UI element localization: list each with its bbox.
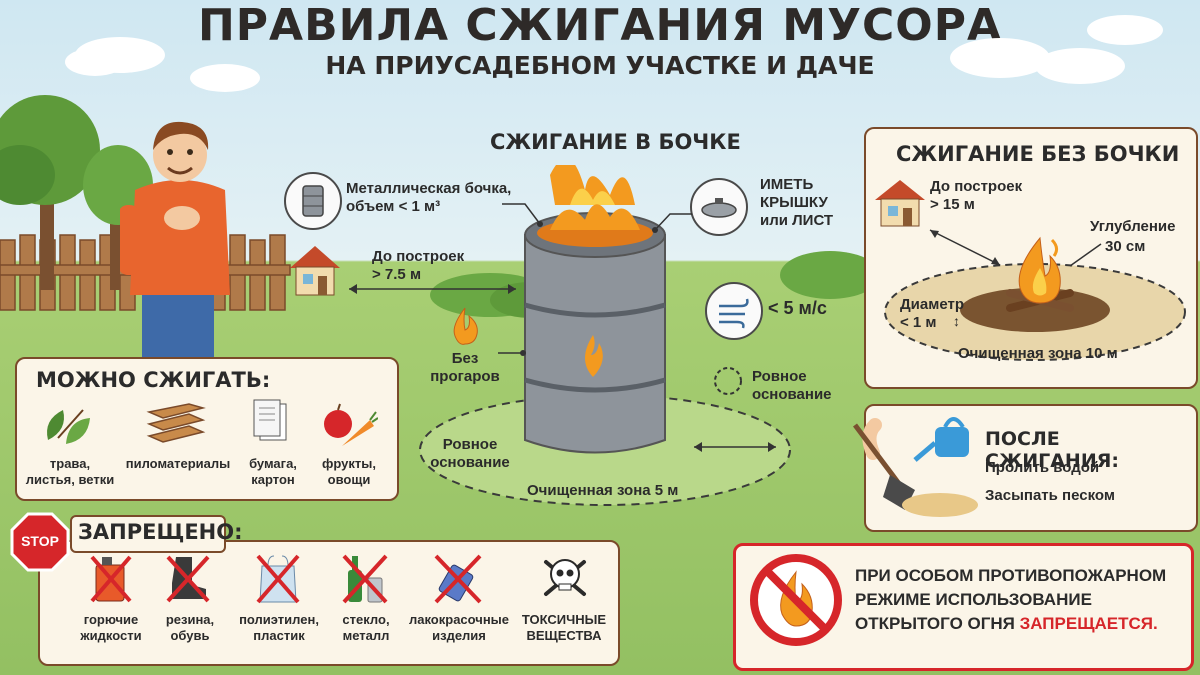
leaves-icon	[47, 409, 90, 444]
diameter-arrow-icon: ↕	[953, 313, 960, 329]
garden-background	[0, 95, 560, 318]
base-right-line2: основание	[752, 386, 832, 403]
forbidden-item-6-line1: ТОКСИЧНЫЕ	[521, 612, 607, 627]
house-icon-2	[875, 180, 925, 227]
barrel-spec-line2: объем < 1 м³	[346, 198, 441, 215]
forbidden-panel	[38, 540, 620, 666]
forbidden-heading: ЗАПРЕЩЕНО:	[78, 520, 243, 544]
warning-line-3-accent: ЗАПРЕЩАЕТСЯ.	[1019, 614, 1158, 633]
no-burnthrough-line1: Без	[451, 350, 479, 367]
allowed-item-2-line1: пиломатериалы	[125, 456, 231, 471]
campfire-icon	[1006, 236, 1074, 312]
depth-pointer	[1069, 243, 1102, 267]
no-barrel-cleared-zone: Очищенная зона 10 м	[958, 345, 1118, 362]
diameter-line2: < 1 м	[900, 314, 937, 331]
paper-icon	[253, 399, 287, 441]
bush-right	[780, 251, 880, 299]
metal-barrel	[524, 165, 666, 454]
lid-icon-circle	[690, 178, 748, 236]
allowed-item-4-line2: овощи	[327, 472, 371, 487]
flame-small-icon	[453, 307, 478, 345]
allowed-item-1-line1: трава,	[49, 456, 91, 471]
forbidden-item-5-line2: изделия	[432, 628, 486, 643]
depth-line2: 30 см	[1105, 238, 1146, 255]
allowed-heading: МОЖНО СЖИГАТЬ:	[36, 368, 271, 392]
base-dashed-circle-icon	[714, 367, 742, 395]
distance-arrow	[349, 284, 516, 294]
warning-line-2: РЕЖИМЕ ИСПОЛЬЗОВАНИЕ	[855, 590, 1092, 609]
page-title: ПРАВИЛА СЖИГАНИЯ МУСОРА	[197, 0, 1003, 51]
after-heading: ПОСЛЕ СЖИГАНИЯ:	[985, 428, 1119, 472]
clouds	[65, 15, 1163, 92]
forbidden-item-3-line1: полиэтилен,	[239, 612, 319, 627]
forbidden-item-2-line1: резина,	[165, 612, 215, 627]
stop-sign-text: STOP	[21, 533, 59, 549]
forbidden-item-4-line1: стекло,	[342, 612, 390, 627]
shovel-watering-can-icon	[853, 417, 978, 517]
spray-can-icon	[434, 554, 482, 604]
warning-line-1: ПРИ ОСОБОМ ПРОТИВОПОЖАРНОМ	[855, 566, 1167, 585]
no-burnthrough-line2: прогаров	[430, 368, 500, 385]
no-barrel-distance-line1: До построек	[930, 178, 1023, 195]
no-barrel-distance-line2: > 15 м	[930, 196, 975, 213]
forbidden-item-1-line1: горючие	[83, 612, 139, 627]
after-step-1: Пролить водой	[985, 459, 1100, 476]
base-left-line2: основание	[430, 454, 510, 471]
skull-icon	[544, 559, 586, 596]
cleared-zone-10m	[884, 263, 1186, 361]
barrel-spec-pointer	[502, 203, 543, 227]
fuel-can-icon	[90, 555, 132, 603]
barrel-distance-line2: > 7.5 м	[372, 266, 422, 283]
forbidden-item-6-line2: ВЕЩЕСТВА	[526, 628, 602, 643]
allowed-item-1-line2: листья, ветки	[25, 472, 115, 487]
zone-radius-arrow	[694, 442, 776, 452]
wind-limit: < 5 м/с	[768, 298, 827, 318]
barrel-icon-circle	[284, 172, 342, 230]
base-left-line1: Ровное	[442, 436, 498, 453]
fruit-icon	[324, 403, 378, 446]
barrel-distance-line1: До построек	[372, 248, 465, 265]
diameter-line1: Диаметр	[900, 296, 964, 313]
barrel-heading: СЖИГАНИЕ В БОЧКЕ	[490, 130, 741, 154]
lid-pointer	[652, 213, 692, 233]
allowed-item-4-line1: фрукты,	[322, 456, 376, 471]
after-step-2: Засыпать песком	[985, 487, 1115, 504]
warning-line-3-prefix: ОТКРЫТОГО ОГНЯ	[855, 614, 1015, 633]
house-icon	[290, 246, 340, 296]
no-fire-icon	[750, 554, 842, 646]
forbidden-item-3-line2: пластик	[253, 628, 305, 643]
lid-line3: или ЛИСТ	[760, 212, 834, 229]
forbidden-item-2-line2: обувь	[170, 628, 210, 643]
stop-sign-icon	[10, 512, 70, 572]
no-barrel-distance-arrow	[929, 229, 1001, 266]
base-right-line1: Ровное	[752, 368, 807, 385]
plastic-bag-icon	[256, 554, 300, 604]
warning-line-3: ОТКРЫТОГО ОГНЯ ЗАПРЕЩАЕТСЯ.	[855, 614, 1158, 634]
page-subtitle: НА ПРИУСАДЕБНОМ УЧАСТКЕ И ДАЧЕ	[325, 51, 875, 80]
forbidden-item-1-line2: жидкости	[80, 628, 142, 643]
lid-line2: КРЫШКУ	[760, 194, 828, 211]
man-illustration	[120, 121, 230, 360]
bottle-icon	[342, 554, 388, 604]
lumber-icon	[146, 403, 206, 443]
forbidden-item-5-line1: лакокрасочные	[408, 612, 510, 627]
burnthrough-pointer	[498, 350, 526, 356]
depth-line1: Углубление	[1090, 218, 1176, 235]
forbidden-item-4-line2: металл	[342, 628, 390, 643]
lid-line1: ИМЕТЬ	[760, 176, 814, 193]
barrel-cleared-zone: Очищенная зона 5 м	[527, 482, 679, 499]
forbidden-heading-box	[70, 515, 226, 553]
barrel-spec-line1: Металлическая бочка,	[346, 180, 512, 197]
allowed-item-3-line1: бумага,	[249, 456, 297, 471]
boot-icon	[166, 555, 210, 603]
wind-icon-circle	[705, 282, 763, 340]
allowed-item-3-line2: картон	[251, 472, 295, 487]
no-barrel-heading: СЖИГАНИЕ БЕЗ БОЧКИ	[896, 142, 1180, 166]
